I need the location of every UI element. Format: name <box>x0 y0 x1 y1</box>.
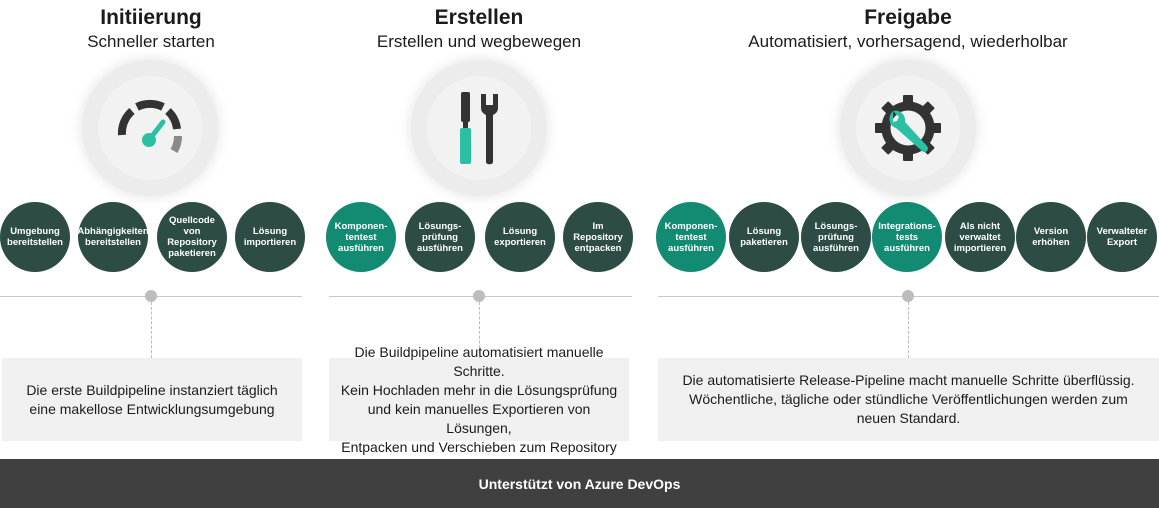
step-als-nicht-verwaltet-importieren: Als nicht verwaltet importieren <box>945 202 1015 272</box>
tools-icon <box>460 92 498 165</box>
step-loesungspruefung-ausfuehren: Lösungs- prüfung ausführen <box>405 202 475 272</box>
stage-erstellen-description: Die Buildpipeline automatisiert manuelle… <box>329 344 629 455</box>
stage-title: Freigabe <box>864 6 952 29</box>
step-verwalteter-export: Verwalteter Export <box>1087 202 1157 272</box>
step-loesung-exportieren: Lösung exportieren <box>485 202 555 272</box>
step-umgebung-bereitstellen: Umgebung bereitstellen <box>0 202 70 272</box>
stage-title: Initiierung <box>100 6 202 29</box>
step-integrationstests-ausfuehren: Integrations- tests ausführen <box>872 202 942 272</box>
stage-initiierung-header: Initiierung Schneller starten <box>51 5 251 53</box>
stage-initiierung-description: Die erste Buildpipeline instanziert tägl… <box>2 358 302 441</box>
timeline-dot <box>473 290 485 302</box>
stage-freigabe-header: Freigabe Automatisiert, vorhersagend, wi… <box>708 5 1108 53</box>
timeline-dot <box>145 290 157 302</box>
step-loesungspruefung-ausfuehren: Lösungs- prüfung ausführen <box>801 202 871 272</box>
connector-line <box>479 302 480 358</box>
connector-line <box>151 302 152 358</box>
stage-erstellen-header: Erstellen Erstellen und wegbewegen <box>329 5 629 53</box>
stage-subtitle: Schneller starten <box>87 32 215 51</box>
gear-wrench-icon <box>875 95 941 161</box>
footer-label: Unterstützt von Azure DevOps <box>478 475 681 492</box>
step-im-repository-entpacken: Im Repository entpacken <box>563 202 633 272</box>
speedometer-icon <box>117 99 182 154</box>
stage-freigabe-badge <box>840 60 976 196</box>
timeline-dot <box>902 290 914 302</box>
stage-freigabe-description: Die automatisierte Release-Pipeline mach… <box>658 358 1159 441</box>
connector-line <box>908 302 909 358</box>
stage-erstellen-badge <box>411 60 547 196</box>
step-version-erhoehen: Version erhöhen <box>1016 202 1086 272</box>
stage-initiierung-badge <box>82 60 218 196</box>
step-komponententest-ausfuehren: Komponen- tentest ausführen <box>656 202 726 272</box>
step-loesung-importieren: Lösung importieren <box>235 202 305 272</box>
step-komponententest-ausfuehren: Komponen- tentest ausführen <box>326 202 396 272</box>
stage-subtitle: Erstellen und wegbewegen <box>376 32 582 51</box>
step-abhaengigkeiten-bereitstellen: Abhängigkeiten bereitstellen <box>77 202 149 272</box>
step-quellcode-paketieren: Quellcode von Repository paketieren <box>157 202 227 272</box>
step-loesung-paketieren: Lösung paketieren <box>729 202 799 272</box>
stage-subtitle: Automatisiert, vorhersagend, wiederholba… <box>748 32 1068 51</box>
stage-title: Erstellen <box>434 6 524 29</box>
footer-banner: Unterstützt von Azure DevOps <box>0 459 1159 508</box>
